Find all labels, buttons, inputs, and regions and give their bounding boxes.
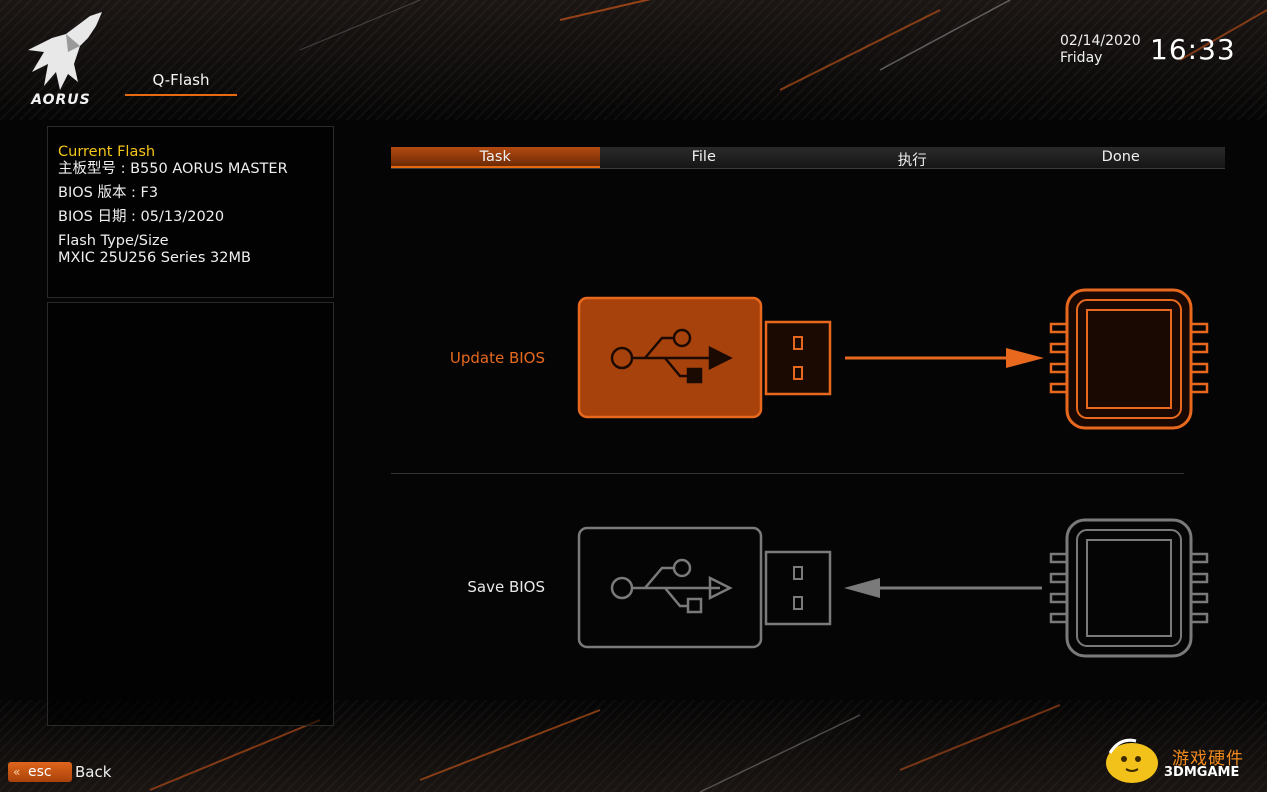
usb-symbol-icon (610, 558, 733, 614)
step-file: File (691, 149, 716, 165)
bios-date: BIOS 日期 : 05/13/2020 (58, 209, 225, 225)
aorus-eagle-icon (28, 12, 102, 90)
step-bar: Task File 执行 Done (391, 147, 1225, 169)
help-panel (47, 302, 334, 726)
bios-chip-icon (1049, 288, 1209, 430)
step-task: Task (391, 147, 600, 168)
flash-diagram (577, 288, 1209, 658)
usb-to-chip-icon[interactable] (577, 288, 1209, 430)
double-chevron-left-icon: « (13, 765, 21, 779)
bios-version: BIOS 版本 : F3 (58, 185, 159, 201)
step-execute: 执行 (897, 153, 927, 169)
date-display: 02/14/2020 Friday (1060, 33, 1141, 67)
usb-connector-icon (764, 550, 832, 626)
tab-q-flash[interactable]: Q-Flash (125, 70, 237, 96)
weekday-text: Friday (1060, 50, 1103, 66)
watermark-en: 3DMGAME (1164, 765, 1240, 780)
usb-connector-icon (764, 320, 832, 396)
esc-key-label: esc (28, 764, 52, 780)
current-flash-heading: Current Flash (58, 144, 156, 160)
3dmgame-watermark-icon (1106, 738, 1158, 783)
watermark-cn: 游戏硬件 (1172, 749, 1244, 769)
options-divider (391, 473, 1184, 474)
usb-symbol-icon (610, 328, 733, 384)
step-done: Done (1101, 149, 1140, 165)
board-model: 主板型号 : B550 AORUS MASTER (58, 161, 288, 177)
flash-type-label: Flash Type/Size (58, 233, 169, 249)
aorus-logo-text: AORUS (31, 92, 91, 108)
current-flash-panel: Current Flash 主板型号 : B550 AORUS MASTER B… (47, 126, 334, 298)
esc-button[interactable]: « esc (8, 762, 72, 782)
chip-to-usb-icon[interactable] (577, 518, 1209, 658)
bios-chip-icon (1049, 518, 1209, 658)
save-bios-option[interactable]: Save BIOS (467, 578, 545, 596)
update-bios-option[interactable]: Update BIOS (449, 349, 545, 367)
flash-type-value: MXIC 25U256 Series 32MB (58, 250, 251, 266)
header-background (0, 0, 1267, 120)
back-label[interactable]: Back (75, 763, 112, 781)
clock: 16:33 (1150, 33, 1236, 66)
date-text: 02/14/2020 (1060, 33, 1141, 49)
